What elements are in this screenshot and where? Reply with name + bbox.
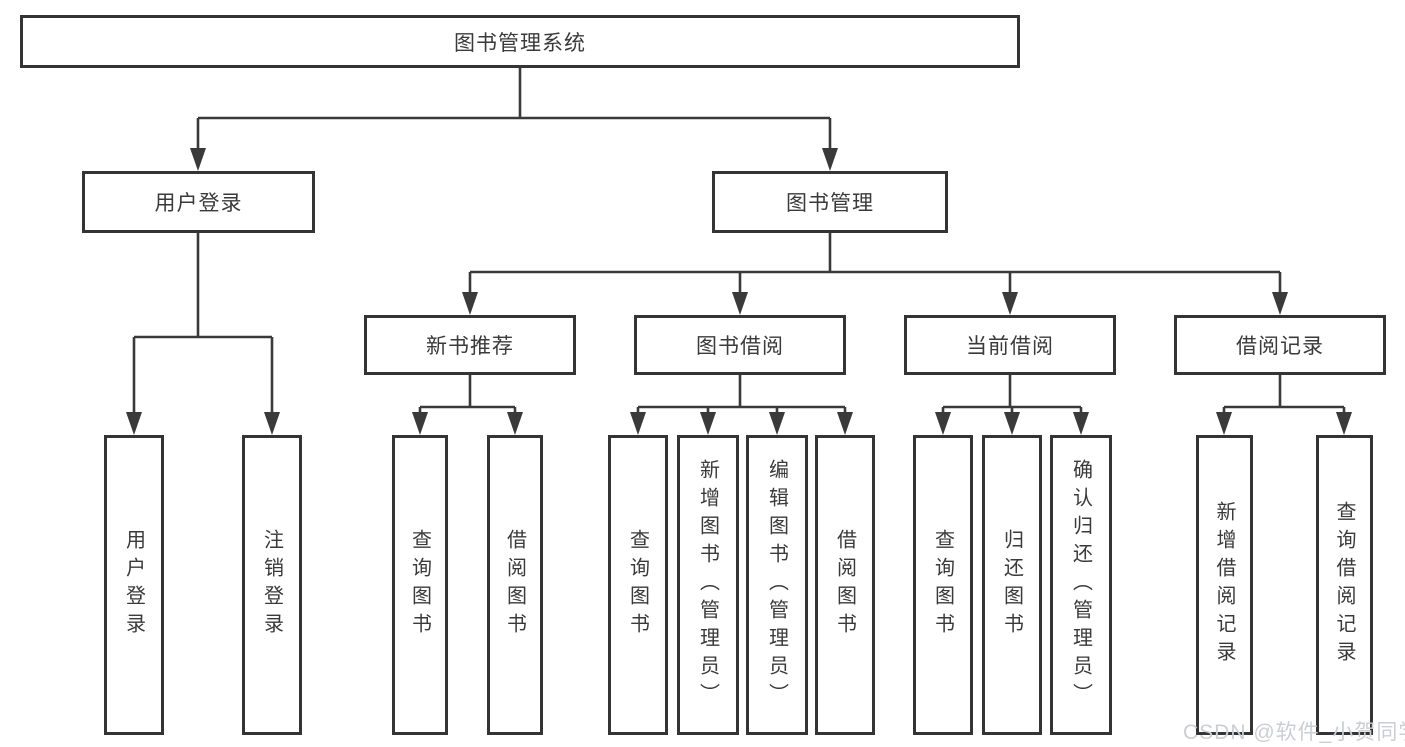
leaf-borrow-borrow-books-label: 借阅图书 bbox=[833, 529, 856, 641]
leaf-borrow-add-books-admin: 新增图书（管理员） bbox=[677, 435, 739, 735]
leaf-current-query-books: 查询图书 bbox=[913, 435, 973, 735]
node-current-borrow: 当前借阅 bbox=[904, 315, 1116, 375]
leaf-records-query-record-label: 查询借阅记录 bbox=[1333, 501, 1355, 669]
csdn-watermark: CSDN @软件_小贺同学 bbox=[1183, 721, 1405, 744]
leaf-borrow-query-books-label: 查询图书 bbox=[626, 529, 649, 641]
leaf-recommend-query-books-label: 查询图书 bbox=[408, 529, 431, 641]
leaf-current-return-books-label: 归还图书 bbox=[1000, 529, 1023, 641]
leaf-logout: 注销登录 bbox=[242, 435, 302, 735]
leaf-borrow-edit-books-admin-label: 编辑图书（管理员） bbox=[765, 459, 788, 711]
leaf-borrow-borrow-books: 借阅图书 bbox=[815, 435, 875, 735]
node-new-book-recommend: 新书推荐 bbox=[364, 315, 576, 375]
leaf-current-confirm-return-admin-label: 确认归还（管理员） bbox=[1069, 459, 1092, 711]
leaf-recommend-query-books: 查询图书 bbox=[392, 435, 448, 735]
node-book-mgmt: 图书管理 bbox=[712, 171, 948, 233]
leaf-recommend-borrow-books-label: 借阅图书 bbox=[503, 529, 526, 641]
node-book-mgmt-label: 图书管理 bbox=[786, 192, 874, 215]
node-book-borrow-label: 图书借阅 bbox=[696, 335, 784, 358]
node-user-login: 用户登录 bbox=[82, 171, 315, 233]
node-root: 图书管理系统 bbox=[20, 15, 1020, 68]
node-root-label: 图书管理系统 bbox=[454, 31, 586, 55]
leaf-records-add-record-label: 新增借阅记录 bbox=[1213, 501, 1235, 669]
leaf-records-add-record: 新增借阅记录 bbox=[1196, 435, 1253, 735]
leaf-current-return-books: 归还图书 bbox=[982, 435, 1042, 735]
node-current-borrow-label: 当前借阅 bbox=[966, 335, 1054, 358]
node-borrow-records: 借阅记录 bbox=[1174, 315, 1386, 375]
leaf-user-login-label: 用户登录 bbox=[122, 529, 145, 641]
leaf-records-query-record: 查询借阅记录 bbox=[1316, 435, 1373, 735]
node-user-login-label: 用户登录 bbox=[154, 192, 243, 215]
node-book-borrow: 图书借阅 bbox=[634, 315, 846, 375]
leaf-current-confirm-return-admin: 确认归还（管理员） bbox=[1050, 435, 1112, 735]
leaf-current-query-books-label: 查询图书 bbox=[931, 529, 954, 641]
leaf-logout-label: 注销登录 bbox=[260, 529, 283, 641]
leaf-borrow-query-books: 查询图书 bbox=[608, 435, 668, 735]
leaf-borrow-add-books-admin-label: 新增图书（管理员） bbox=[696, 459, 719, 711]
leaf-recommend-borrow-books: 借阅图书 bbox=[487, 435, 543, 735]
leaf-user-login: 用户登录 bbox=[104, 435, 164, 735]
leaf-borrow-edit-books-admin: 编辑图书（管理员） bbox=[746, 435, 808, 735]
node-borrow-records-label: 借阅记录 bbox=[1236, 335, 1324, 358]
node-new-book-recommend-label: 新书推荐 bbox=[426, 335, 514, 358]
